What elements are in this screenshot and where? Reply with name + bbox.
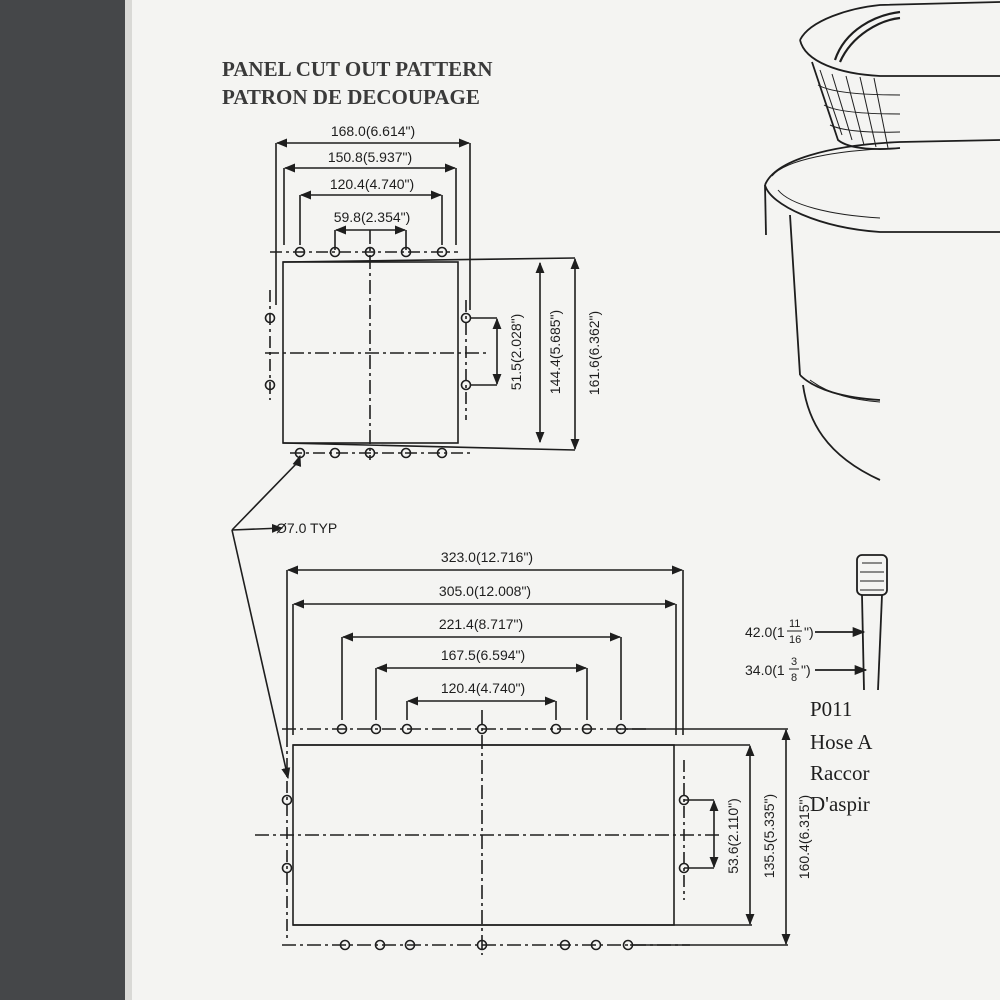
dim-bottom-width-3: 221.4(8.717"): [439, 616, 523, 632]
top-hole: [550, 723, 562, 735]
dim-top-width-1: 168.0(6.614"): [331, 123, 415, 139]
top-hole: [615, 723, 627, 735]
paper-sheet: [125, 0, 1000, 1000]
fitting-dim-1-num: 11: [789, 618, 800, 630]
fitting-dim-2-main: 34.0(1: [745, 662, 785, 678]
fitting-dim-1-main: 42.0(1: [745, 624, 785, 640]
bottom-hole: [364, 447, 376, 459]
top-hole: [370, 723, 382, 735]
part-desc-line-2: Raccor: [810, 761, 869, 785]
bottom-cutout-pattern: [255, 565, 791, 955]
bottom-hole: [436, 447, 448, 459]
top-hole: [581, 723, 593, 735]
top-hole: [336, 723, 348, 735]
part-number: P011: [810, 697, 852, 721]
bottom-hole: [374, 939, 386, 951]
dim-top-width-3: 120.4(4.740"): [330, 176, 414, 192]
part-desc-line-1: Hose A: [810, 730, 873, 754]
dim-bottom-width-2: 305.0(12.008"): [439, 583, 531, 599]
top-hole: [436, 246, 448, 258]
hole-diameter-note: Ø7.0 TYP: [276, 520, 337, 536]
dim-bottom-width-4: 167.5(6.594"): [441, 647, 525, 663]
bottom-hole: [329, 447, 341, 459]
bottom-hole: [476, 939, 488, 951]
title-english: PANEL CUT OUT PATTERN: [222, 57, 493, 81]
top-hole: [401, 723, 413, 735]
dim-top-height-2: 144.4(5.685"): [547, 310, 563, 394]
part-desc-line-3: D'aspir: [810, 792, 870, 816]
right-hole: [460, 312, 472, 324]
top-hole: [476, 723, 488, 735]
paper-shadow: [125, 0, 132, 1000]
left-hole: [264, 312, 276, 324]
dim-top-height-3: 161.6(6.362"): [586, 311, 602, 395]
right-hole: [460, 379, 472, 391]
left-hole: [281, 862, 293, 874]
fitting-dim-1-den: 16: [789, 634, 801, 646]
dim-bottom-width-5: 120.4(4.740"): [441, 680, 525, 696]
right-hole: [678, 794, 690, 806]
bottom-hole: [622, 939, 634, 951]
dim-top-height-1: 51.5(2.028"): [508, 314, 524, 391]
hole-note-leader: [231, 454, 302, 780]
bottom-hole: [400, 447, 412, 459]
top-hole: [400, 246, 412, 258]
top-hole: [329, 246, 341, 258]
skimmer-illustration: [764, 1, 1000, 691]
left-hole: [281, 794, 293, 806]
fitting-dim-2-tail: "): [801, 662, 811, 678]
dim-bottom-height-1: 53.6(2.110"): [725, 798, 741, 874]
fitting-dim-2-den: 8: [791, 672, 797, 684]
bottom-hole: [559, 939, 571, 951]
bottom-hole: [590, 939, 602, 951]
top-hole: [364, 246, 376, 258]
top-hole: [294, 246, 306, 258]
bottom-hole: [404, 939, 416, 951]
title-french: PATRON DE DECOUPAGE: [222, 85, 480, 109]
dim-top-width-2: 150.8(5.937"): [328, 149, 412, 165]
fitting-dim-2-num: 3: [791, 656, 797, 668]
fitting-dim-1-tail: "): [804, 624, 814, 640]
dim-bottom-width-1: 323.0(12.716"): [441, 549, 533, 565]
right-hole: [678, 862, 690, 874]
dim-top-width-4: 59.8(2.354"): [334, 209, 411, 225]
dim-bottom-height-2: 135.5(5.335"): [761, 794, 777, 878]
left-hole: [264, 379, 276, 391]
bottom-hole: [339, 939, 351, 951]
dim-bottom-height-3: 160.4(6.315"): [796, 795, 812, 879]
top-cutout-pattern: [264, 138, 580, 460]
